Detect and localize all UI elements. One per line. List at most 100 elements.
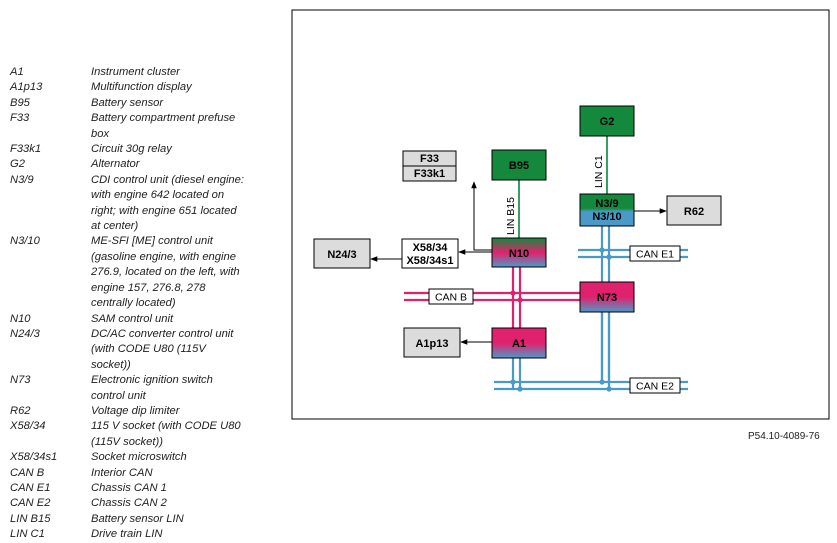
legend-code: CAN E1 xyxy=(10,481,51,494)
legend-description: DC/AC converter control unit (with CODE U… xyxy=(91,327,280,373)
legend-description-line: ME-SFI [ME] control unit xyxy=(91,235,213,248)
legend-description-line: Socket microswitch xyxy=(91,451,187,464)
legend-description-line: (with CODE U80 (115V xyxy=(91,343,206,356)
lin-c1-label: LIN C1 xyxy=(593,155,605,188)
legend-code: CAN E2 xyxy=(10,497,51,510)
legend-description-line: 276.9, located on the left, with xyxy=(91,266,240,279)
legend-item: F33k1 Circuit 30g relay xyxy=(10,142,280,157)
block-a1: A1 xyxy=(491,327,547,359)
legend-description-line: Battery sensor LIN xyxy=(91,512,184,525)
legend-description: CDI control unit (diesel engine:with eng… xyxy=(91,173,280,235)
legend-description-line: Alternator xyxy=(91,158,140,171)
legend-item: X58/34s1 Socket microswitch xyxy=(10,450,280,465)
block-n73: N73 xyxy=(579,281,635,313)
legend-code: N24/3 xyxy=(10,327,40,340)
legend-description-line: right; with engine 651 located xyxy=(91,204,237,217)
block-a1p13: A1p13 xyxy=(403,327,461,358)
can-b-tag: CAN B xyxy=(428,288,474,305)
diagram-frame xyxy=(291,9,830,420)
legend-code: B95 xyxy=(10,96,30,109)
legend-code: N10 xyxy=(10,312,31,325)
block-n24-3-label: N24/3 xyxy=(327,249,356,261)
block-g2: G2 xyxy=(579,105,635,137)
legend-description-line: Instrument cluster xyxy=(91,66,180,78)
legend-description: Instrument cluster xyxy=(91,65,280,80)
legend-code: F33k1 xyxy=(10,143,42,156)
legend-item: N3/9 CDI control unit (diesel engine:with… xyxy=(10,173,280,235)
legend-description-line: Chassis CAN 2 xyxy=(91,497,167,510)
lin-b15-label: LIN B15 xyxy=(505,197,517,235)
legend-code: F33 xyxy=(10,112,30,125)
legend-description: 115 V socket (with CODE U80(115V socket)… xyxy=(91,419,280,450)
block-x58: X58/34 X58/34s1 xyxy=(401,238,459,269)
legend-description-line: with engine 642 located on xyxy=(91,189,225,202)
legend-description-line: SAM control unit xyxy=(91,312,174,325)
legend-description: Chassis CAN 2 xyxy=(91,496,280,511)
legend-code: R62 xyxy=(10,404,31,417)
can-e2-label: CAN E2 xyxy=(636,381,674,393)
block-f33-label: F33 xyxy=(420,153,439,165)
legend-description: Battery sensor LIN xyxy=(91,512,280,527)
legend-description: Socket microswitch xyxy=(91,450,280,465)
block-b95-label: B95 xyxy=(509,160,529,172)
legend-description-line: Interior CAN xyxy=(91,466,153,479)
legend-item: N24/3 DC/AC converter control unit (with C… xyxy=(10,327,280,373)
legend-description-line: (gasoline engine, with engine xyxy=(91,250,236,263)
block-b95: B95 xyxy=(491,149,547,181)
legend-description-line: Circuit 30g relay xyxy=(91,143,172,156)
legend-code: X58/34s1 xyxy=(10,451,58,464)
legend-description: Alternator xyxy=(91,157,280,172)
legend-item: X58/34 115 V socket (with CODE U80(115V s… xyxy=(10,419,280,450)
block-n73-label: N73 xyxy=(597,292,617,304)
block-r62-label: R62 xyxy=(684,206,704,218)
legend-description-line: centrally located) xyxy=(91,297,176,310)
legend-description: Multifunction display xyxy=(91,80,280,95)
legend-description-line: box xyxy=(91,127,110,140)
legend-description-line: control unit xyxy=(91,389,146,402)
signal-wires xyxy=(370,181,667,345)
legend-code: G2 xyxy=(10,158,25,171)
block-x58-34s1-label: X58/34s1 xyxy=(406,255,453,267)
bus-junctions xyxy=(510,247,612,392)
legend-description-line: socket)) xyxy=(91,358,131,371)
can-e1-tag: CAN E1 xyxy=(629,245,681,262)
legend-description-line: Electronic ignition switch xyxy=(91,374,213,387)
legend-description-line: Battery sensor xyxy=(91,96,164,109)
can-e1-label: CAN E1 xyxy=(636,249,674,261)
block-n3-10-label: N3/10 xyxy=(592,211,621,223)
can-e2-tag: CAN E2 xyxy=(629,377,681,394)
legend-item: CAN E1 Chassis CAN 1 xyxy=(10,481,280,496)
legend-description: Battery sensor xyxy=(91,96,280,111)
legend-description-line: DC/AC converter control unit xyxy=(91,327,234,340)
legend-description: Chassis CAN 1 xyxy=(91,481,280,496)
legend-item: N10 SAM control unit xyxy=(10,312,280,327)
legend-description-line: 115 V socket (with CODE U80 xyxy=(91,420,241,433)
legend-code: X58/34 xyxy=(10,420,46,433)
legend-description: ME-SFI [ME] control unit (gasoline engine… xyxy=(91,234,280,311)
legend-description: SAM control unit xyxy=(91,312,280,327)
block-x58-34-label: X58/34 xyxy=(413,242,449,254)
block-a1p13-label: A1p13 xyxy=(415,338,448,350)
legend-description-line: engine 157, 276.8, 278 xyxy=(91,281,206,294)
block-n10: N10 xyxy=(491,237,547,268)
legend-description-line: Voltage dip limiter xyxy=(91,404,180,417)
block-g2-label: G2 xyxy=(600,116,615,128)
block-f33k1-label: F33k1 xyxy=(414,168,445,180)
legend-description: Electronic ignition switch control unit xyxy=(91,373,280,404)
legend-description-line: at center) xyxy=(91,220,139,233)
legend-item: R62 Voltage dip limiter xyxy=(10,404,280,419)
legend-code: N3/9 xyxy=(10,173,34,186)
block-n24-3: N24/3 xyxy=(313,238,371,269)
can-b-label: CAN B xyxy=(435,292,467,304)
legend-code: A1 xyxy=(10,66,24,78)
block-n10-label: N10 xyxy=(509,248,529,260)
legend-item: A1 Instrument cluster xyxy=(10,65,280,80)
